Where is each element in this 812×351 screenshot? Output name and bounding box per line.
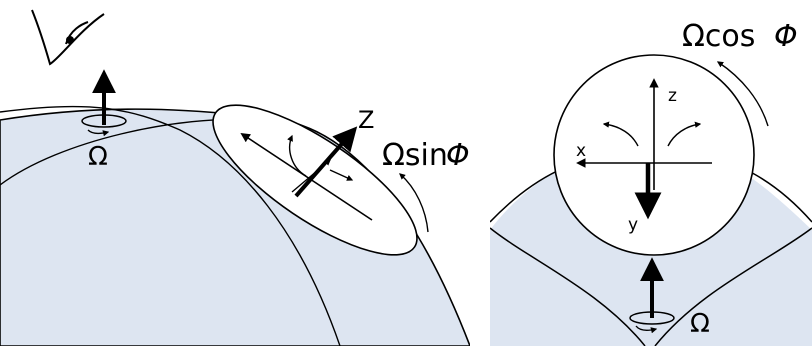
axis-y-label: y	[628, 215, 638, 235]
phi-symbol-left: Φ	[446, 138, 470, 173]
omega-sin-label: Ωsin	[382, 138, 448, 173]
disk-inner-arrow	[329, 169, 354, 181]
globe-outline-left	[490, 227, 646, 346]
disk-z-label: Z	[358, 106, 374, 134]
polar-rotation-arrow-right	[635, 325, 658, 334]
left-panel: Ω Z Ωsin Φ	[0, 9, 470, 346]
omega-cos-label: Ωcos	[682, 19, 755, 54]
polar-rotation-arrow	[87, 129, 110, 137]
horizon-line	[0, 105, 341, 346]
rotation-arrow-right	[667, 121, 702, 147]
omega-label-right: Ω	[690, 309, 710, 339]
disk-tangent-arrow	[240, 132, 373, 221]
polar-rotation-ellipse-right	[629, 311, 675, 325]
axis-z-label: z	[668, 86, 677, 106]
cos-rotation-arrow	[716, 61, 769, 127]
rotation-arrow-left	[602, 121, 639, 147]
vertical-z-axis-arrow	[294, 126, 358, 198]
right-panel: z x y Ωcos Φ Ω	[490, 19, 812, 346]
phi-symbol-right: Φ	[774, 19, 798, 54]
polar-rotation-ellipse	[81, 114, 127, 128]
globe-outline-right	[654, 227, 812, 346]
disk-rotation-curve	[399, 173, 429, 233]
disk-rotation-arrow	[287, 134, 307, 177]
axis-x-label: x	[576, 141, 586, 161]
observer-eye-icon	[31, 9, 105, 66]
polar-omega-label: Ω	[88, 142, 108, 172]
